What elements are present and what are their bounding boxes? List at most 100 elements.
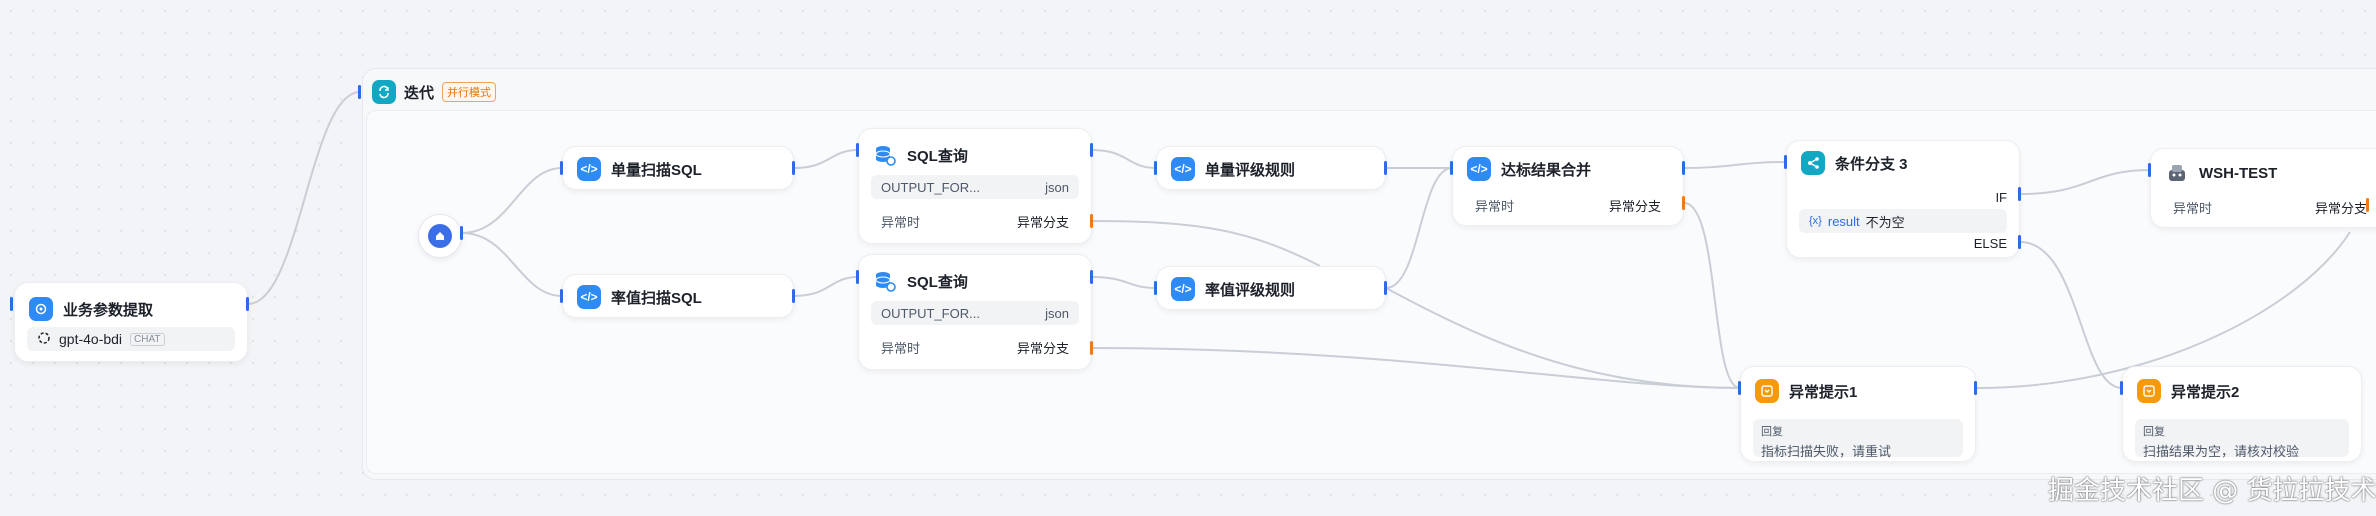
- node-rule-rate[interactable]: </> 率值评级规则: [1156, 266, 1386, 310]
- node-error-tip-2[interactable]: 异常提示2 回复 扫描结果为空，请核对校验: [2122, 366, 2362, 462]
- wsh-input-handle[interactable]: [2148, 163, 2151, 177]
- reply-icon: [2137, 379, 2161, 403]
- merge-input-handle[interactable]: [1450, 161, 1453, 175]
- sql1-input-handle[interactable]: [856, 143, 859, 157]
- condition-expression: {x} result 不为空: [1799, 209, 2007, 233]
- code-icon: </>: [1467, 157, 1491, 181]
- reply-text: 扫描结果为空，请核对校验: [2143, 444, 2300, 459]
- node-title: SQL查询: [907, 147, 968, 165]
- model-tag: CHAT: [130, 332, 165, 346]
- rule-rate-input-handle[interactable]: [1154, 281, 1157, 295]
- if-row: IF: [1799, 185, 2007, 209]
- error-label: 异常时: [2173, 200, 2213, 216]
- iteration-input-handle[interactable]: [358, 85, 361, 99]
- database-icon: [873, 143, 897, 167]
- node-condition[interactable]: 条件分支 3 IF {x} result 不为空 ELSE: [1786, 140, 2020, 258]
- variable-icon: {x}: [1809, 215, 1822, 227]
- node-title: WSH-TEST: [2199, 164, 2278, 182]
- condition-else-handle[interactable]: [2018, 235, 2021, 249]
- rule-single-input-handle[interactable]: [1154, 161, 1157, 175]
- reply-text: 指标扫描失败，请重试: [1761, 444, 1892, 459]
- sql2-output-handle[interactable]: [1090, 270, 1093, 284]
- node-title: 达标结果合并: [1501, 161, 1592, 179]
- rule-rate-output-handle[interactable]: [1384, 281, 1387, 295]
- error-branch-label: 异常分支: [2314, 200, 2367, 216]
- error-row: 异常时 异常分支: [871, 335, 1079, 359]
- code-icon: </>: [577, 285, 601, 309]
- code-icon: </>: [1171, 277, 1195, 301]
- loop-icon: [372, 80, 396, 104]
- condition-input-handle[interactable]: [1784, 155, 1787, 169]
- reply-label: 回复: [2143, 426, 2165, 438]
- llm-icon: [29, 297, 53, 321]
- edge-param-to-iteration: [247, 91, 361, 305]
- variable-name: result: [1827, 213, 1860, 229]
- code-icon: </>: [577, 157, 601, 181]
- sql1-error-handle[interactable]: [1090, 214, 1093, 228]
- tip2-input-handle[interactable]: [2120, 381, 2123, 395]
- node-title: 率值扫描SQL: [611, 289, 702, 307]
- node-wsh-test[interactable]: WSH-TEST 异常时 异常分支: [2150, 148, 2376, 228]
- node-scan-single[interactable]: </> 单量扫描SQL: [562, 146, 794, 190]
- sql2-input-handle[interactable]: [856, 270, 859, 284]
- node-title: 条件分支 3: [1835, 155, 1908, 173]
- start-output-handle[interactable]: [460, 226, 463, 240]
- condition-operator: 不为空: [1865, 214, 1905, 230]
- branch-icon: [1801, 151, 1825, 175]
- output-type: json: [1045, 179, 1069, 195]
- watermark: 掘金技术社区 @ 货拉拉技术: [2048, 476, 2376, 506]
- node-rule-single[interactable]: </> 单量评级规则: [1156, 146, 1386, 190]
- node-error-tip-1[interactable]: 异常提示1 回复 指标扫描失败，请重试: [1740, 366, 1976, 462]
- output-row: OUTPUT_FOR... json: [871, 301, 1079, 325]
- reply-label: 回复: [1761, 426, 1783, 438]
- node-title: 单量评级规则: [1205, 161, 1296, 179]
- output-type: json: [1045, 305, 1069, 321]
- iteration-title: 迭代: [404, 84, 435, 102]
- param-output-handle[interactable]: [246, 297, 249, 311]
- scan-rate-output-handle[interactable]: [792, 289, 795, 303]
- error-branch-label: 异常分支: [1608, 198, 1661, 214]
- merge-error-handle[interactable]: [1682, 196, 1685, 210]
- condition-if-handle[interactable]: [2018, 187, 2021, 201]
- scan-rate-input-handle[interactable]: [560, 289, 563, 303]
- code-icon: </>: [1171, 157, 1195, 181]
- error-label: 异常时: [1475, 198, 1515, 214]
- scan-single-input-handle[interactable]: [560, 161, 563, 175]
- home-icon: [428, 224, 452, 248]
- error-row: 异常时 异常分支: [871, 209, 1079, 233]
- else-row: ELSE: [1799, 231, 2007, 255]
- node-title: SQL查询: [907, 273, 968, 291]
- wsh-error-handle[interactable]: [2366, 198, 2369, 212]
- sql1-output-handle[interactable]: [1090, 143, 1093, 157]
- reply-content: 回复 指标扫描失败，请重试: [1753, 419, 1963, 459]
- rule-single-output-handle[interactable]: [1384, 161, 1387, 175]
- node-param-extract[interactable]: 业务参数提取 gpt-4o-bdi CHAT: [14, 282, 248, 362]
- tip1-input-handle[interactable]: [1738, 381, 1741, 395]
- error-row: 异常时 异常分支: [2163, 195, 2376, 219]
- iteration-header[interactable]: 迭代 并行模式: [372, 80, 497, 104]
- error-label: 异常时: [881, 340, 921, 356]
- model-icon: [37, 331, 51, 348]
- error-branch-label: 异常分支: [1016, 214, 1069, 230]
- database-icon: [873, 269, 897, 293]
- node-scan-rate[interactable]: </> 率值扫描SQL: [562, 274, 794, 318]
- tip1-output-handle[interactable]: [1974, 381, 1977, 395]
- node-title: 单量扫描SQL: [611, 161, 702, 179]
- param-input-handle[interactable]: [10, 297, 13, 311]
- error-branch-label: 异常分支: [1016, 340, 1069, 356]
- output-row: OUTPUT_FOR... json: [871, 175, 1079, 199]
- node-merge[interactable]: </> 达标结果合并 异常时 异常分支: [1452, 146, 1684, 226]
- node-sql-query-1[interactable]: SQL查询 OUTPUT_FOR... json 异常时 异常分支: [858, 128, 1092, 244]
- sql2-error-handle[interactable]: [1090, 341, 1093, 355]
- scan-single-output-handle[interactable]: [792, 161, 795, 175]
- output-name: OUTPUT_FOR...: [881, 305, 980, 321]
- iteration-start[interactable]: [418, 214, 462, 258]
- parallel-mode-badge: 并行模式: [442, 82, 497, 102]
- node-title: 业务参数提取: [63, 301, 154, 319]
- merge-output-handle[interactable]: [1682, 161, 1685, 175]
- node-sql-query-2[interactable]: SQL查询 OUTPUT_FOR... json 异常时 异常分支: [858, 254, 1092, 370]
- node-title: 率值评级规则: [1205, 281, 1296, 299]
- if-label: IF: [1995, 189, 2007, 205]
- node-title: 异常提示2: [2171, 383, 2240, 401]
